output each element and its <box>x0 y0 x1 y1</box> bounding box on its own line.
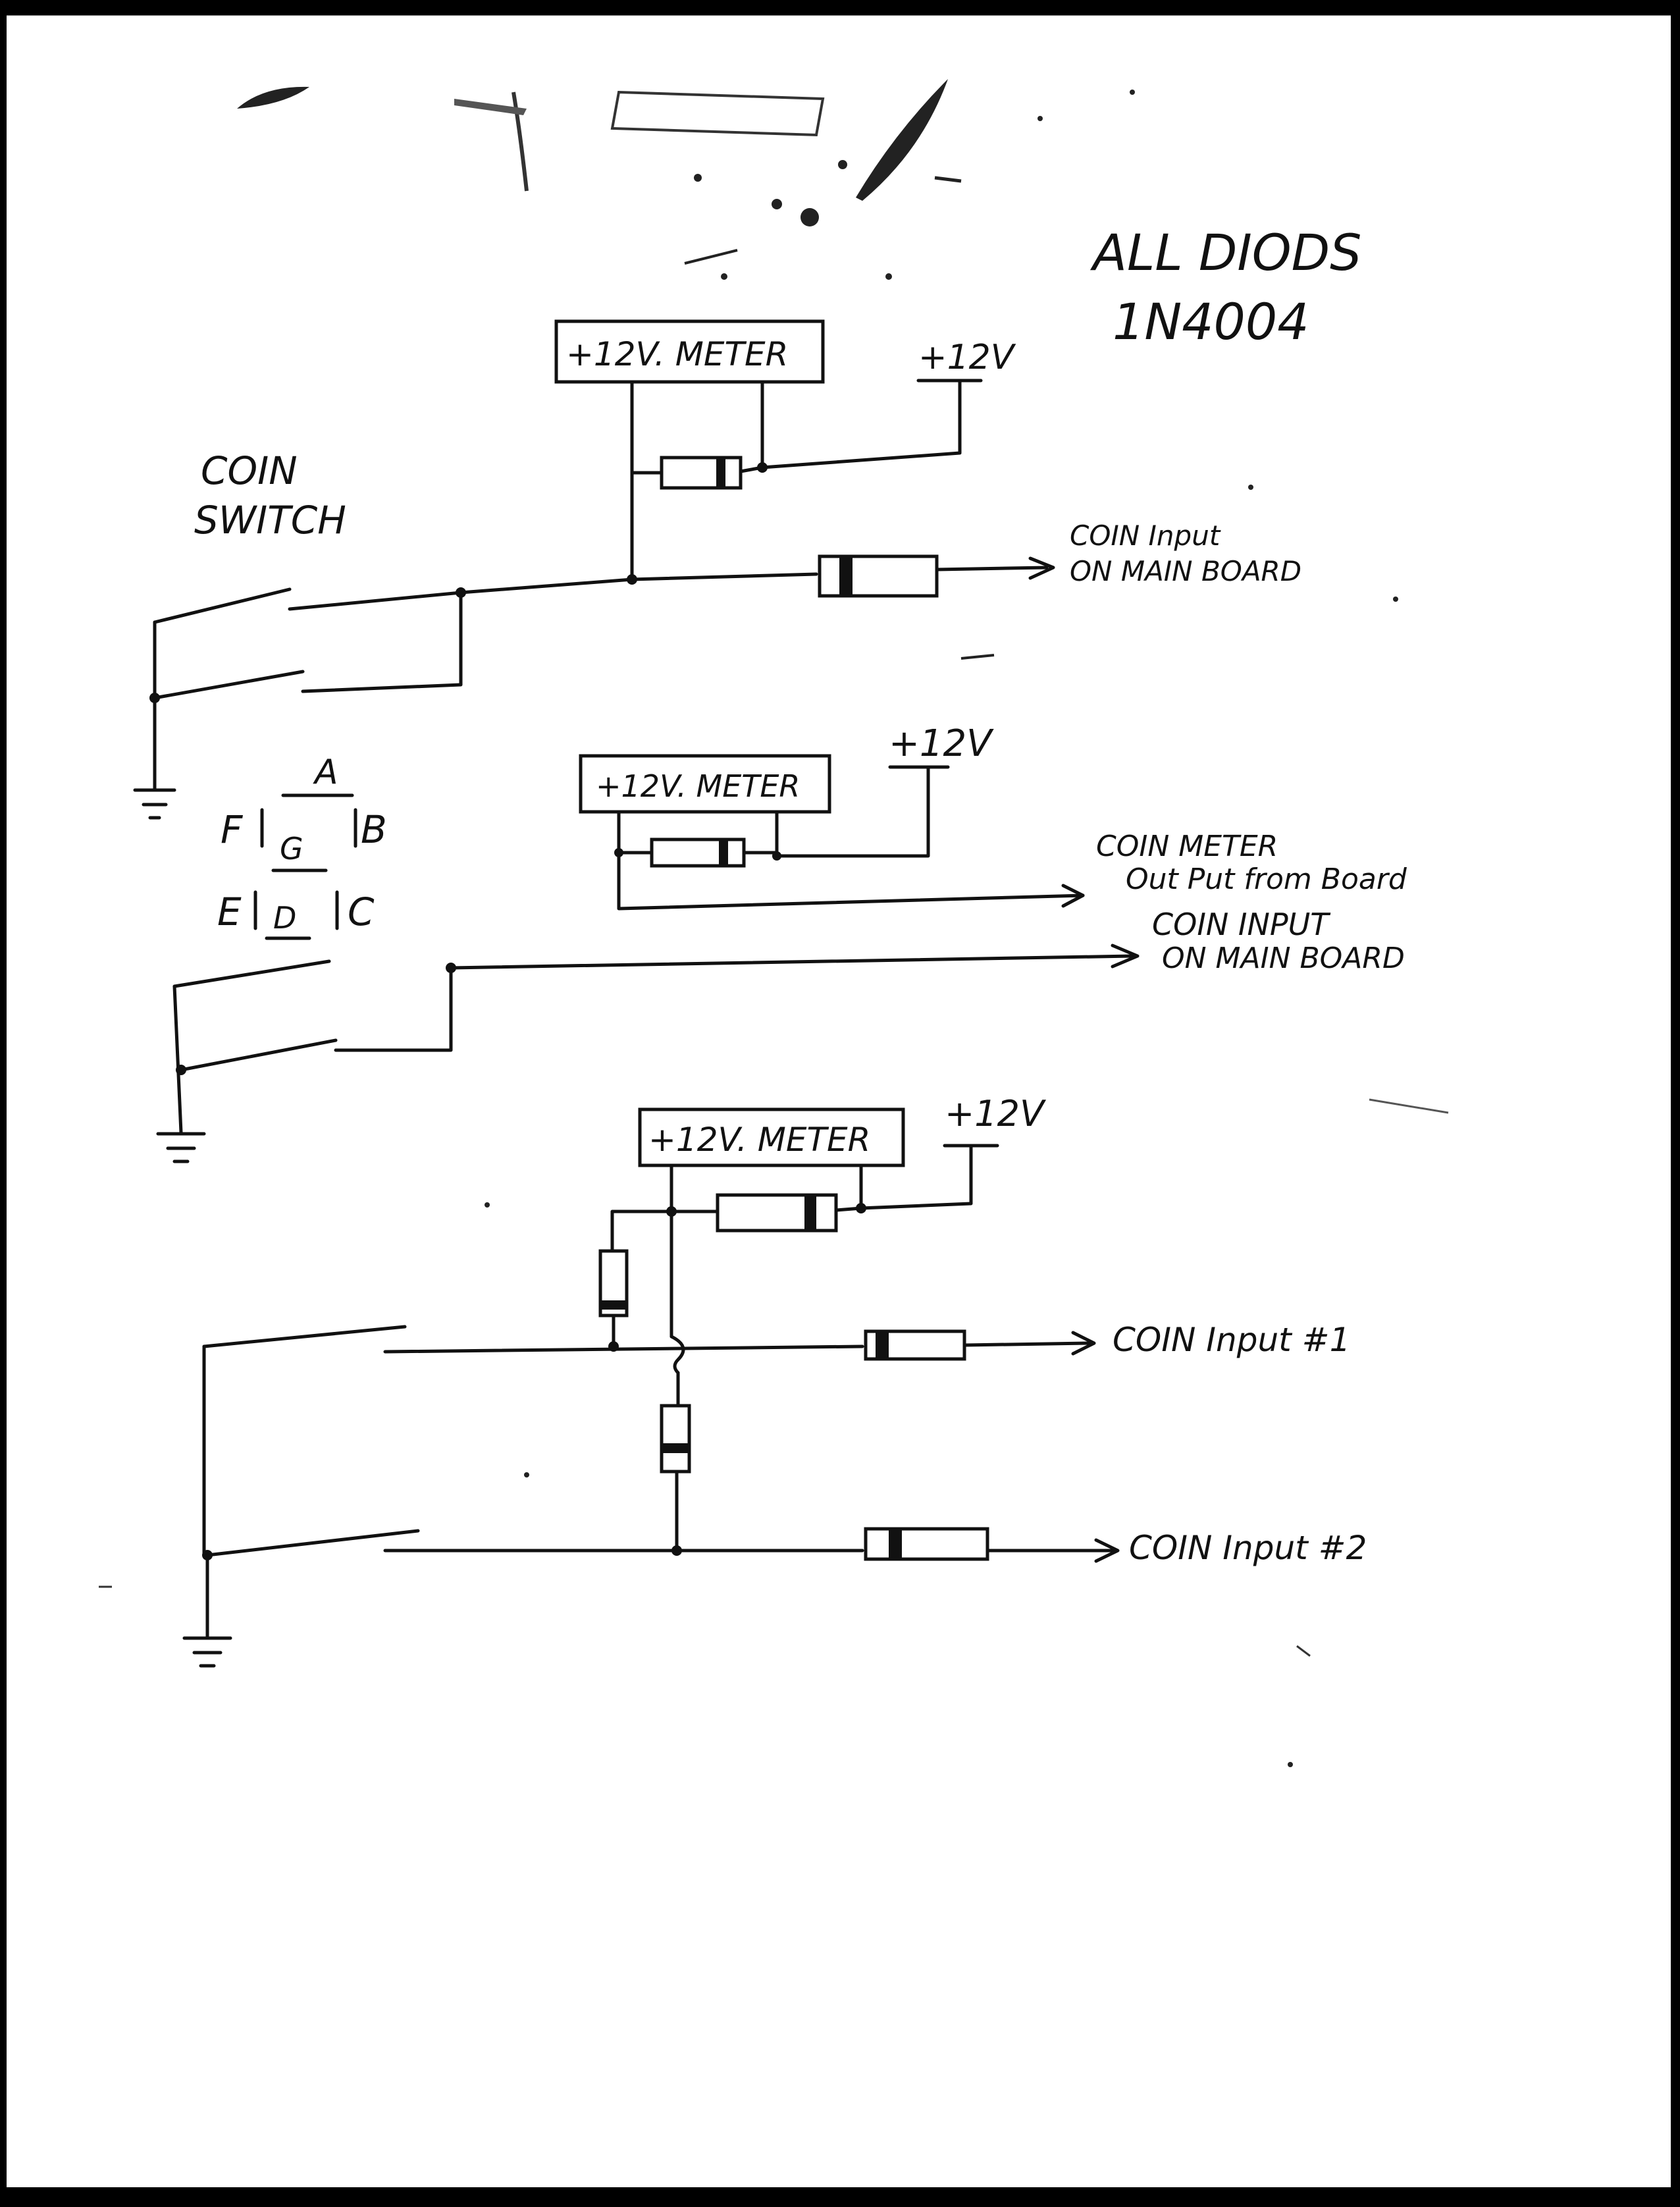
ground-symbol <box>133 788 176 820</box>
scan-smudges <box>99 79 1449 1767</box>
segment-key: A F G B E D C <box>217 753 387 940</box>
output1-label: COIN Input #1 <box>1113 1321 1350 1359</box>
output-label-line1: COIN Input <box>1070 519 1221 552</box>
supply-label: +12V <box>889 722 994 765</box>
circuit-1: COIN SWITCH +12V. METER +12V <box>133 319 1301 820</box>
circuit-3: +12V. METER +12V COIN <box>182 1093 1367 1668</box>
coin-switch-label-line1: COIN <box>201 448 298 493</box>
diode <box>716 1193 838 1233</box>
meter-box <box>554 319 825 384</box>
diodes-note-line1: ALL DIODS <box>1089 223 1361 282</box>
output2-label: COIN Input #2 <box>1129 1529 1367 1567</box>
diode <box>660 456 743 490</box>
ground-symbol <box>156 1132 206 1163</box>
diode <box>864 1527 989 1561</box>
diode <box>650 838 746 868</box>
meter-label: +12V. METER <box>596 768 800 804</box>
coin-switch-label-line2: SWITCH <box>194 498 346 543</box>
diodes-note-line2: 1N4004 <box>1113 292 1309 351</box>
supply-label: +12V <box>918 338 1016 377</box>
segment-g: G <box>280 831 303 866</box>
diode <box>660 1404 691 1474</box>
segment-f: F <box>221 807 244 852</box>
output-label-line2: ON MAIN BOARD <box>1162 942 1405 975</box>
segment-a: A <box>313 753 338 792</box>
output-label-line2: ON MAIN BOARD <box>1070 555 1301 587</box>
ground-symbol <box>182 1636 232 1668</box>
supply-label: +12V <box>945 1093 1047 1134</box>
segment-d: D <box>273 900 296 936</box>
meter-box <box>579 754 831 814</box>
segment-b: B <box>361 807 387 852</box>
segment-c: C <box>348 890 375 934</box>
meter-label: +12V. METER <box>566 335 788 373</box>
diode <box>818 554 939 598</box>
meter-box <box>638 1107 905 1167</box>
meter-output-label-line1: COIN METER <box>1096 830 1278 863</box>
output-label-line1: COIN INPUT <box>1152 907 1331 942</box>
circuit-2: +12V. METER +12V COIN METER Out Put from… <box>156 722 1407 1163</box>
meter-label: +12V. METER <box>648 1121 870 1159</box>
segment-e: E <box>217 890 242 934</box>
meter-output-label-line2: Out Put from Board <box>1126 863 1407 896</box>
